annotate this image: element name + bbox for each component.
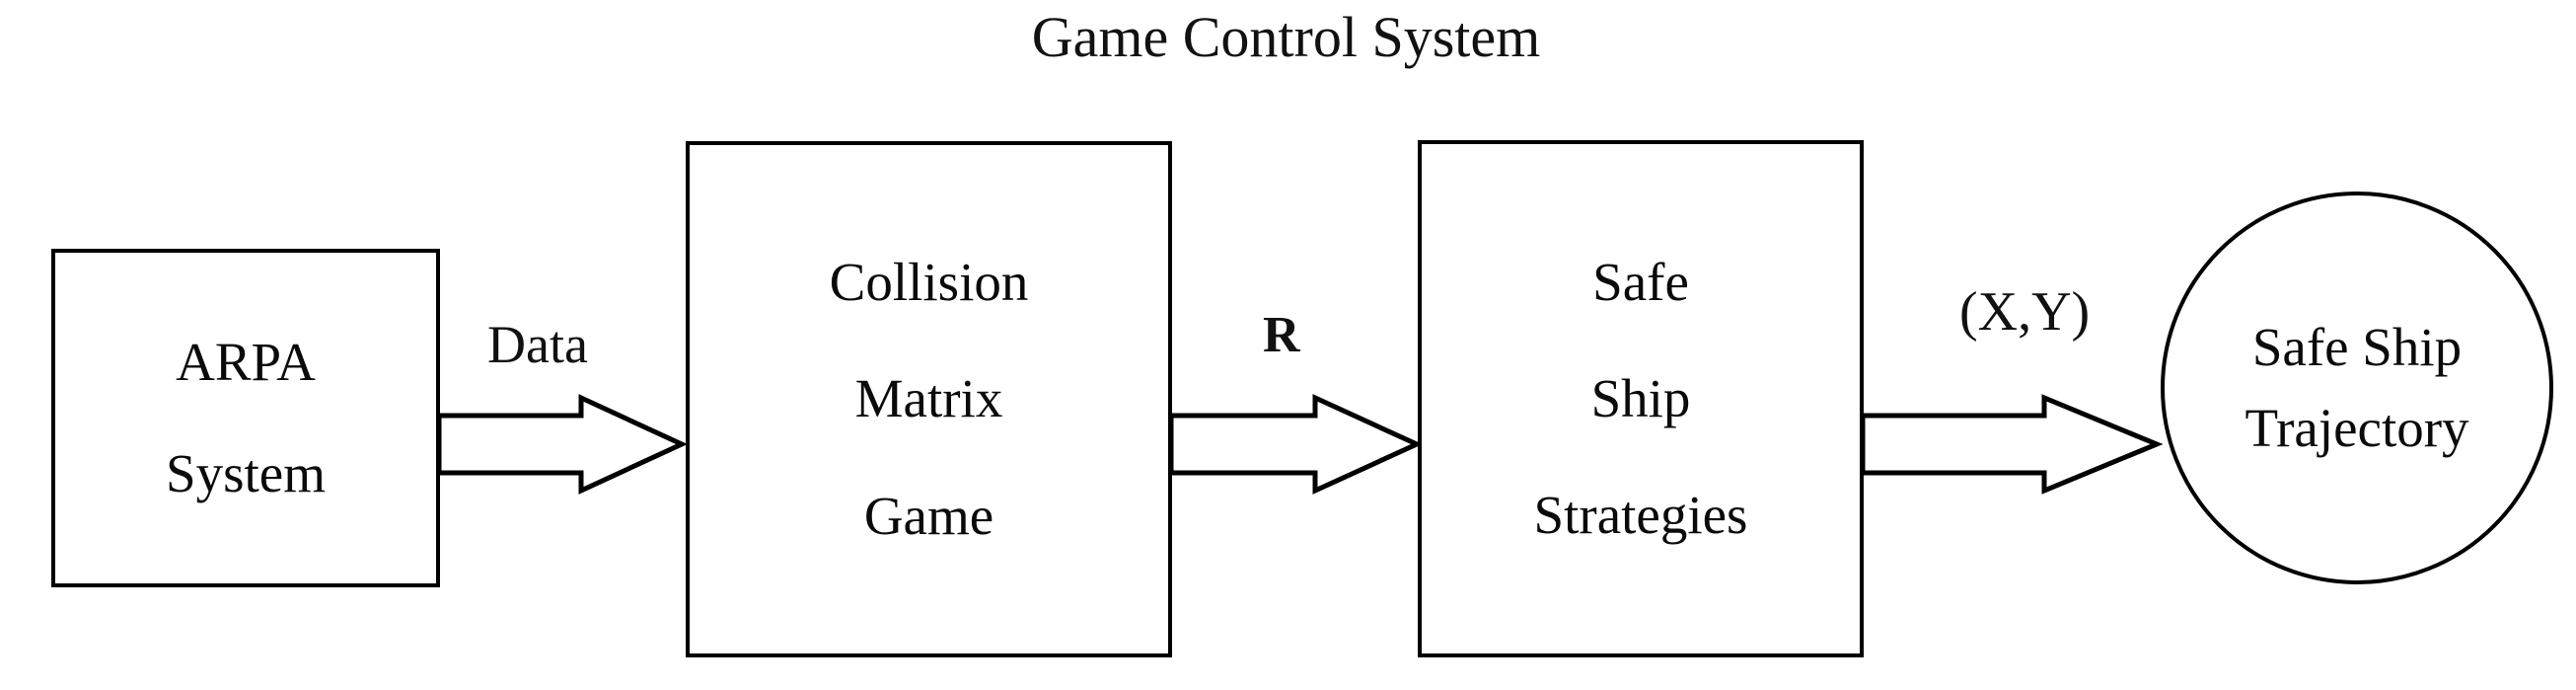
node-collision-line-3: Game	[863, 485, 994, 546]
node-collision-line-1: Collision	[829, 252, 1029, 313]
node-strategies-line-3: Strategies	[1533, 485, 1748, 546]
node-collision-line-2: Matrix	[854, 368, 1003, 429]
node-strategies-line-1: Safe	[1592, 251, 1689, 312]
edge-label-xy: (X,Y)	[1959, 281, 2091, 343]
arrow-r-shape	[1168, 394, 1424, 495]
node-trajectory-line-1: Safe Ship	[2251, 316, 2463, 377]
arrow-xy-shape	[1860, 394, 2164, 495]
node-arpa-line-1: ARPA	[176, 331, 316, 392]
arrow-xy	[1860, 393, 2164, 496]
node-collision-matrix-game[interactable]: Collision Matrix Game	[686, 141, 1172, 657]
edge-label-data: Data	[487, 315, 588, 374]
arrow-data-shape	[436, 394, 688, 495]
node-arpa-line-2: System	[166, 442, 326, 503]
arrow-data	[436, 393, 688, 496]
diagram-title: Game Control System	[0, 5, 2576, 69]
node-strategies-line-2: Ship	[1590, 367, 1691, 428]
arrow-r	[1168, 393, 1424, 496]
node-safe-ship-trajectory[interactable]: Safe Ship Trajectory	[2161, 192, 2553, 584]
node-trajectory-line-2: Trajectory	[2245, 398, 2469, 458]
node-safe-ship-strategies[interactable]: Safe Ship Strategies	[1418, 140, 1864, 657]
node-arpa-system[interactable]: ARPA System	[51, 249, 440, 587]
diagram-title-text: Game Control System	[1031, 5, 1541, 69]
edge-label-r: R	[1263, 307, 1300, 363]
